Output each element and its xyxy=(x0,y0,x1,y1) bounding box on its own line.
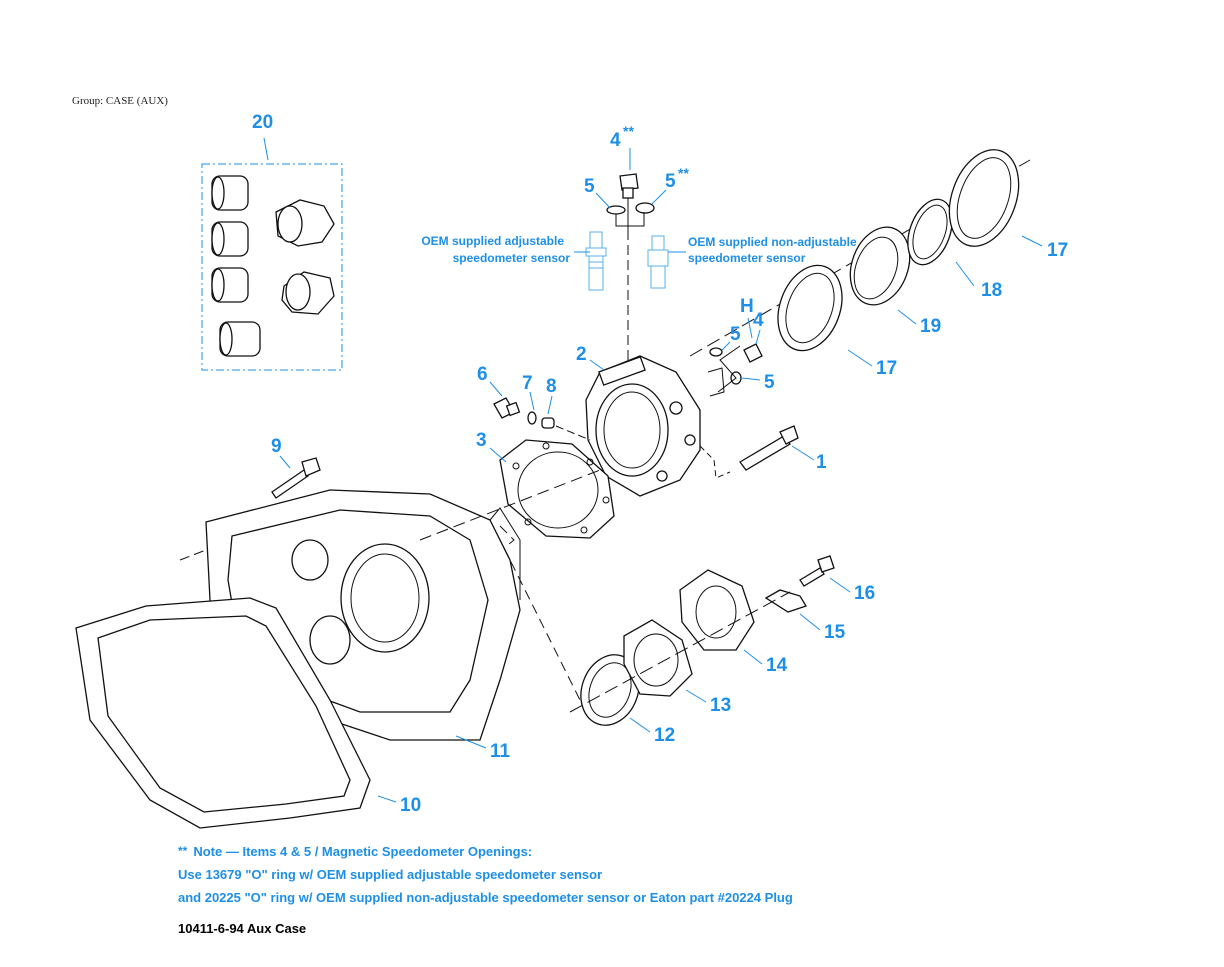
callouts: 20 4 ** 5 5 ** 2 H 4 5 5 6 7 8 3 1 9 17 … xyxy=(252,112,1068,816)
adjustable-sensor-label-line2: speedometer sensor xyxy=(453,251,571,265)
callout-16: 16 xyxy=(854,583,875,604)
callout-6: 6 xyxy=(477,364,488,385)
callout-5-side-bottom: 5 xyxy=(764,372,775,393)
note-line-3: and 20225 "O" ring w/ OEM supplied non-a… xyxy=(178,890,793,905)
callout-15: 15 xyxy=(824,622,846,643)
callout-1: 1 xyxy=(816,452,827,473)
bolt-item-1 xyxy=(699,425,799,479)
note-stars: ** xyxy=(178,844,188,858)
kit-box-item-20 xyxy=(201,137,343,371)
callout-3: 3 xyxy=(476,430,487,451)
side-plug-assembly xyxy=(707,343,763,397)
group-label: Group: CASE (AUX) xyxy=(72,95,168,107)
callout-7: 7 xyxy=(522,373,533,394)
callout-18: 18 xyxy=(981,280,1002,301)
callout-11: 11 xyxy=(490,741,511,762)
speedometer-plug-assembly xyxy=(606,173,655,360)
callout-14: 14 xyxy=(766,655,788,676)
callout-17-lower: 17 xyxy=(876,358,897,379)
callout-5-stars: ** xyxy=(678,165,689,181)
note-line-1: ** Note — Items 4 & 5 / Magnetic Speedome… xyxy=(178,844,532,859)
plug-oring-spring-items-6-7-8 xyxy=(493,397,591,441)
sensor-labels: OEM supplied adjustable speedometer sens… xyxy=(421,234,857,265)
callout-2: 2 xyxy=(576,344,587,365)
non-adjustable-sensor-label-line2: speedometer sensor xyxy=(688,251,806,265)
gasket-item-10 xyxy=(75,597,371,829)
cover-items-12-16 xyxy=(569,555,835,726)
figure-reference: 10411-6-94 Aux Case xyxy=(178,921,307,936)
callout-H: H xyxy=(740,296,754,317)
callout-4-stars: ** xyxy=(623,123,634,139)
note-line-2: Use 13679 "O" ring w/ OEM supplied adjus… xyxy=(178,867,603,882)
callout-5-left: 5 xyxy=(584,176,595,197)
gasket-item-3 xyxy=(499,439,615,539)
callout-17-upper: 17 xyxy=(1047,240,1068,261)
bearing-housing-item-2 xyxy=(585,355,701,497)
adjustable-sensor-label-line1: OEM supplied adjustable xyxy=(421,234,564,248)
callout-12: 12 xyxy=(654,725,675,746)
callout-5-side-top: 5 xyxy=(730,324,741,345)
callout-8: 8 xyxy=(546,376,557,397)
non-adjustable-sensor-label-line1: OEM supplied non-adjustable xyxy=(688,235,857,249)
callout-13: 13 xyxy=(710,695,731,716)
callout-4-side: 4 xyxy=(753,310,764,331)
callout-20: 20 xyxy=(252,112,273,133)
non-adjustable-speedometer-sensor xyxy=(647,235,669,289)
leader-lines xyxy=(279,148,1043,803)
note-line-1-text: Note — Items 4 & 5 / Magnetic Speedomete… xyxy=(193,844,533,859)
adjustable-speedometer-sensor xyxy=(585,231,607,291)
callout-5-right: 5 xyxy=(665,171,676,192)
callout-10: 10 xyxy=(400,795,421,816)
bolt-item-9 xyxy=(271,457,321,499)
seal-ring-items-17-18-19 xyxy=(689,149,1031,357)
callout-4-top: 4 xyxy=(610,130,621,151)
callout-19: 19 xyxy=(920,316,941,337)
callout-9: 9 xyxy=(271,436,282,457)
